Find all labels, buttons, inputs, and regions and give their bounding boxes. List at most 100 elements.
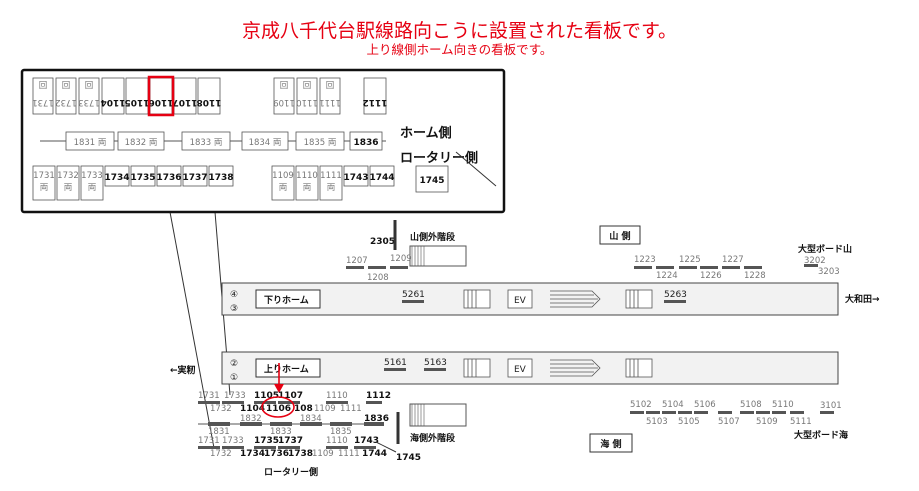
zoom-top-row: 回 1731 回 1732 回 1733 1104 1105 1106 1107 (32, 75, 388, 117)
r3-1836: 1836 (364, 414, 389, 424)
zoom-top-1111: 回 1111 (319, 77, 341, 115)
zoom-highlight-1106 (147, 75, 175, 117)
nobori-stairs-2 (625, 358, 653, 378)
r4-1831: 1831 (208, 427, 230, 437)
nobori-ev: EV (514, 365, 527, 375)
zoom-mid-1833 (181, 131, 231, 151)
sign-1224: 1224 (656, 271, 678, 281)
yama-stairs-label: 山側外階段 (410, 231, 456, 243)
big-board-umi-label: 大型ボード海 (794, 429, 848, 441)
zoom-mid-1836 (349, 131, 383, 151)
zoom-bot-1734: 1734 (104, 165, 130, 187)
r5-1110: 1110 (326, 436, 348, 446)
svg-text:1111: 1111 (319, 97, 341, 107)
umi-side-label: 海 側 (600, 438, 621, 450)
svg-text:1831 両: 1831 両 (74, 138, 107, 148)
zoom-bot-1737: 1737 (182, 165, 208, 187)
r6-1744: 1744 (362, 449, 387, 459)
signs-1223-bars (634, 266, 762, 269)
highlight-circle-1106 (261, 396, 295, 418)
kudari-label-box (255, 289, 321, 309)
svg-text:1836: 1836 (353, 138, 378, 148)
nobori-stairs-2-lines (629, 359, 639, 377)
zoom-bot-1733: 1733 両 (80, 165, 104, 201)
svg-text:1111: 1111 (320, 171, 342, 181)
svg-text:1736: 1736 (156, 173, 181, 183)
svg-text:1731: 1731 (32, 97, 54, 107)
sign-5102: 5102 (630, 400, 652, 410)
sign-3202-bar (804, 264, 818, 267)
zoom-mid-1832 (117, 131, 165, 151)
sign-5106: 5106 (694, 400, 716, 410)
page-subtitle: 上り線側ホーム向きの看板です。 (366, 42, 553, 57)
r2-1104: 1104 (240, 404, 265, 414)
svg-text:1734: 1734 (104, 173, 129, 183)
yama-stairs-hatch (411, 246, 425, 266)
sign-5163-bar (424, 368, 446, 371)
svg-text:1110: 1110 (296, 171, 318, 181)
zoom-top-1109: 回 1109 (273, 77, 295, 115)
yamato-label: 大和田→ (845, 293, 880, 305)
sign-5263-bar (664, 300, 686, 303)
svg-text:回: 回 (39, 81, 48, 91)
big-board-yama-label: 大型ボード山 (798, 243, 852, 255)
sign-3202: 3202 (804, 256, 826, 266)
r6-1736: 1736 (264, 449, 289, 459)
zoom-top-1732: 回 1732 (55, 77, 77, 115)
sign-5161-bar (384, 368, 406, 371)
umi-stairs-box (409, 403, 467, 427)
r1-1112: 1112 (366, 391, 391, 401)
zoom-rotary-side: ロータリー側 (400, 150, 478, 166)
zoom-connector-left (169, 211, 215, 449)
svg-text:1731: 1731 (33, 171, 55, 181)
svg-text:1112: 1112 (362, 97, 387, 107)
r2-108: 108 (294, 404, 313, 414)
r2-1109: 1109 (314, 404, 336, 414)
track-3: ③ (230, 304, 238, 314)
svg-text:1110: 1110 (296, 97, 318, 107)
sign-1223: 1223 (634, 255, 656, 265)
svg-text:1106: 1106 (148, 97, 173, 107)
svg-text:1743: 1743 (343, 173, 368, 183)
r5-1735: 1735 (254, 436, 279, 446)
sign-5104: 5104 (662, 400, 684, 410)
svg-text:1744: 1744 (369, 173, 394, 183)
svg-text:1107: 1107 (172, 97, 197, 107)
miyaji-label: ←実籾 (170, 364, 196, 376)
svg-text:両: 両 (40, 183, 49, 193)
kudari-stairs-1 (463, 289, 491, 309)
svg-text:1833 両: 1833 両 (190, 138, 223, 148)
r1-1105: 1105 (254, 391, 279, 401)
track-1: ① (230, 373, 238, 383)
sign-1208: 1208 (367, 273, 389, 283)
track-2: ② (230, 359, 238, 369)
sign-5163: 5163 (424, 358, 447, 368)
zoom-bot-1744: 1744 (369, 165, 395, 187)
kudari-ev: EV (514, 296, 527, 306)
sign-5108: 5108 (740, 400, 762, 410)
sign-5110: 5110 (772, 400, 794, 410)
r1-1110: 1110 (326, 391, 348, 401)
r4-1835: 1835 (330, 427, 352, 437)
sign-5105: 5105 (678, 417, 700, 427)
zoom-bot-1732: 1732 両 (56, 165, 80, 201)
svg-text:両: 両 (64, 183, 73, 193)
r2-1106: 1106 (266, 404, 291, 414)
r6-1732: 1732 (210, 449, 232, 459)
sign-1225: 1225 (679, 255, 701, 265)
signs-5102-bars (630, 411, 804, 414)
svg-text:回: 回 (280, 81, 289, 91)
kudari-stairs-2-lines (629, 290, 639, 308)
sign-1227: 1227 (722, 255, 744, 265)
svg-text:1109: 1109 (272, 171, 294, 181)
zoom-bot-1110: 1110 両 (295, 165, 319, 201)
umi-stairs-label: 海側外階段 (410, 432, 456, 444)
svg-text:1745: 1745 (419, 176, 444, 186)
svg-text:両: 両 (327, 183, 336, 193)
svg-text:1733: 1733 (78, 97, 100, 107)
r5-1737: 1737 (278, 436, 303, 446)
svg-text:両: 両 (303, 183, 312, 193)
zoom-bot-1743: 1743 (343, 165, 369, 187)
zoom-top-1104: 1104 (100, 77, 126, 115)
zoom-top-1731: 回 1731 (32, 77, 54, 115)
